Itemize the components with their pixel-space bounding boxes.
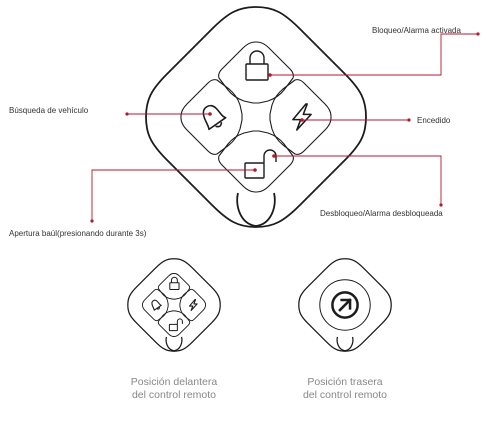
button-lock [218,41,294,104]
label-start: Encedido [417,116,451,125]
bell-icon [196,100,229,134]
caption-back-line1: Posición trasera [307,376,383,388]
remote-body [145,6,367,228]
remote-front-small [127,258,221,352]
remote-back-small [298,258,392,352]
button-search [180,79,243,155]
leader-dots [90,32,480,223]
lightning-icon [292,103,312,131]
caption-back: Posición trasera del control remoto [275,376,415,402]
caption-front: Posición delantera del control remoto [104,376,244,402]
padlock-open-icon [244,149,277,179]
label-vehicle-search: Búsqueda de vehículo [9,106,89,115]
leader-lock [270,33,478,76]
keyring-tab [236,192,276,227]
leader-lines [91,33,478,221]
label-lock-alarm-on: Bloqueo/Alarma activada [372,26,461,35]
button-start [269,79,332,155]
label-trunk-open: Apertura baúl(presionando durante 3s) [9,229,147,238]
remote-front-large [145,6,367,228]
leader-trunk [91,169,255,221]
caption-front-line1: Posición delantera [130,376,218,388]
arrow-up-right-icon [338,298,352,312]
caption-back-line2: del control remoto [302,389,388,401]
leader-unlock [274,155,442,205]
button-unlock [218,130,294,193]
label-unlock-alarm-off: Desbloqueo/Alarma desbloqueada [320,209,443,218]
caption-front-line2: del control remoto [131,389,217,401]
padlock-locked-icon [245,50,269,81]
back-center-badge [331,291,359,319]
back-inner-ring [319,279,371,331]
